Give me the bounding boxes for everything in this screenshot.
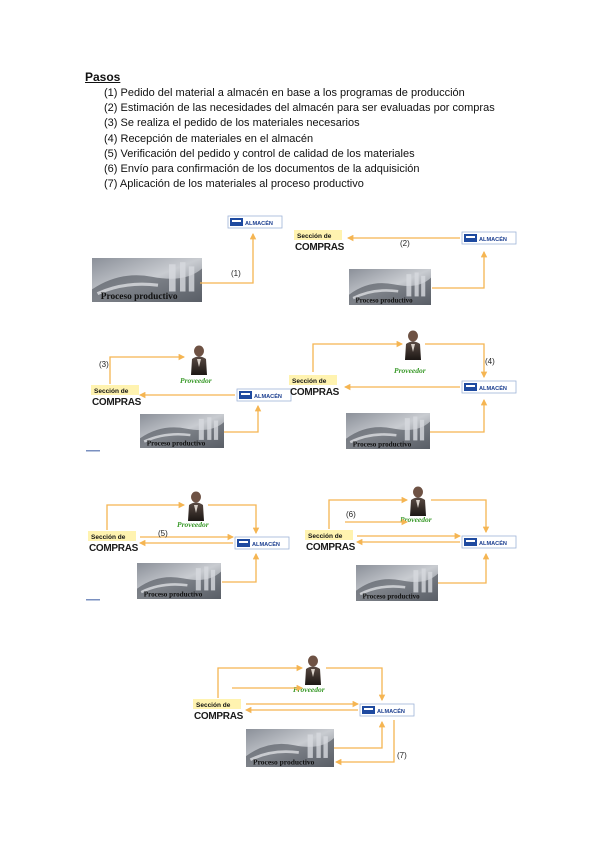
diagram3-almacen-icon: ALMACÉN — [236, 388, 292, 402]
diagram5-marker: (5) — [158, 529, 168, 538]
seccion-de-label: Sección de — [91, 534, 126, 541]
diagram3-proveedor-label: Proveedor — [180, 376, 212, 385]
seccion-de-label: Sección de — [196, 702, 231, 709]
proceso-label: Proceso productivo — [363, 592, 421, 600]
compras-label: COMPRAS — [92, 397, 142, 408]
almacen-label: ALMACÉN — [479, 539, 507, 547]
proceso-label: Proceso productivo — [144, 590, 203, 598]
diagram4-almacen-icon: ALMACÉN — [461, 380, 517, 394]
diagram5-arrow-up — [222, 552, 260, 583]
scan-mark — [86, 599, 100, 601]
step-item-7: (7) Aplicación de los materiales al proc… — [104, 178, 364, 191]
almacen-label: ALMACÉN — [245, 219, 273, 227]
diagram7-almacen-icon: ALMACÉN — [359, 703, 415, 717]
step-item-1: (1) Pedido del material a almacén en bas… — [104, 87, 465, 99]
diagram4-proveedor-person — [405, 330, 421, 360]
diagram7-compras-block: Sección de COMPRAS — [193, 699, 244, 722]
diagram7-arrow-up — [334, 720, 386, 749]
diagram4-arrow-4 — [425, 343, 488, 379]
step-item-3: (3) Se realiza el pedido de los material… — [104, 117, 360, 130]
diagram7-marker: (7) — [397, 751, 407, 760]
diagram2-process-photo: Proceso productivo — [347, 267, 433, 307]
diagram1-arrow-1 — [200, 232, 257, 284]
compras-label: COMPRAS — [194, 711, 244, 722]
diagram4-arrow-up — [430, 398, 488, 433]
almacen-label: ALMACÉN — [252, 540, 280, 548]
diagram6-proveedor-person — [410, 486, 426, 516]
step-item-6: (6) Envío para confirmación de los docum… — [104, 163, 420, 176]
page-title: Pasos — [85, 70, 121, 84]
diagram7-process-photo: Proceso productivo — [244, 727, 336, 769]
steps-list: (1) Pedido del material a almacén en bas… — [104, 86, 495, 192]
diagram4-process-photo: Proceso productivo — [344, 411, 432, 451]
diagram2-marker: (2) — [400, 239, 410, 248]
diagram5-proveedor-person — [188, 491, 204, 521]
diagram2-almacen-icon: ALMACÉN — [461, 231, 517, 245]
diagram1-marker: (1) — [231, 269, 241, 278]
diagram3-compras-block: Sección de COMPRAS — [91, 385, 142, 408]
diagram7-arrow-to-proveedor — [217, 664, 304, 698]
diagram7-proveedor-person — [305, 655, 321, 685]
diagram6-arrow-up — [438, 552, 490, 584]
diagram6-almacen-icon: ALMACÉN — [461, 535, 517, 549]
step-item-5: (5) Verificación del pedido y control de… — [104, 147, 415, 160]
diagram2-compras-block: Sección de COMPRAS — [294, 230, 345, 253]
compras-label: COMPRAS — [306, 542, 356, 553]
diagram3-process-photo: Proceso productivo — [138, 412, 226, 450]
diagram6-compras-block: Sección de COMPRAS — [305, 530, 356, 553]
diagram6-process-photo: Proceso productivo — [354, 563, 440, 603]
proceso-label: Proceso productivo — [356, 296, 414, 304]
diagram5-process-photo: Proceso productivo — [135, 561, 223, 601]
proceso-label: Proceso productivo — [353, 440, 412, 448]
scan-mark — [86, 450, 100, 452]
proceso-label: Proceso productivo — [147, 440, 206, 448]
step-item-4: (4) Recepción de materiales en el almacé… — [104, 132, 314, 145]
diagram4-proveedor-label: Proveedor — [394, 366, 426, 375]
diagram6-proveedor-label: Proveedor — [400, 515, 432, 524]
almacen-label: ALMACÉN — [479, 235, 507, 243]
diagram5-almacen-icon: ALMACÉN — [234, 536, 290, 550]
diagram3-arrow-3 — [109, 353, 186, 384]
almacen-label: ALMACÉN — [479, 384, 507, 392]
diagram7-arrow-7 — [334, 720, 395, 766]
step-item-2: (2) Estimación de las necesidades del al… — [104, 102, 495, 115]
diagram2-arrow-up — [432, 250, 488, 289]
proceso-label: Proceso productivo — [253, 757, 315, 766]
seccion-de-label: Sección de — [94, 388, 129, 395]
diagram6-arrow-to-almacen — [431, 499, 490, 534]
diagram7-proveedor-label: Proveedor — [293, 685, 325, 694]
seccion-de-label: Sección de — [308, 533, 343, 540]
seccion-de-label: Sección de — [297, 233, 332, 240]
compras-label: COMPRAS — [295, 242, 345, 253]
compras-label: COMPRAS — [290, 387, 340, 398]
diagram4-marker: (4) — [485, 357, 495, 366]
diagram5-arrow-to-almacen — [208, 504, 260, 535]
diagram5-compras-block: Sección de COMPRAS — [88, 531, 139, 554]
diagram5-arrow-to-proveedor — [106, 501, 186, 530]
proceso-label: Proceso productivo — [101, 291, 178, 301]
diagram5-proveedor-label: Proveedor — [177, 520, 209, 529]
almacen-label: ALMACÉN — [254, 392, 282, 400]
diagram1-process-photo: Proceso productivo — [90, 256, 204, 304]
diagram6-marker: (6) — [346, 510, 356, 519]
seccion-de-label: Sección de — [292, 378, 327, 385]
almacen-label: ALMACÉN — [377, 707, 405, 715]
diagram3-marker: (3) — [99, 360, 109, 369]
diagram4-compras-block: Sección de COMPRAS — [289, 375, 340, 398]
diagram3-arrow-up — [224, 404, 262, 433]
compras-label: COMPRAS — [89, 543, 139, 554]
diagram4-arrow-to-proveedor — [312, 340, 404, 372]
diagram1-almacen-icon: ALMACÉN — [227, 215, 283, 229]
diagram7-arrow-to-almacen — [326, 667, 386, 702]
diagram6-arrow-to-proveedor — [328, 496, 409, 529]
diagram3-proveedor-person — [191, 345, 207, 375]
